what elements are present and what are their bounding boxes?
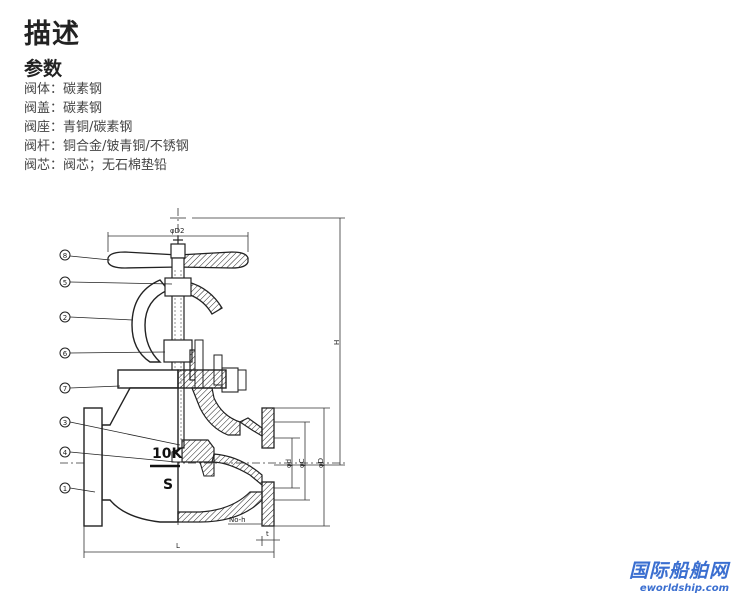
callout-3: 3 [63,419,67,427]
valve-drawing: 10K S 8 5 2 6 7 3 4 1 [59,208,345,558]
valve-disc [150,439,215,477]
watermark-url: eworldship.com [639,583,729,594]
label-t: t [266,530,269,538]
callout-1: 1 [63,485,67,493]
callout-6: 6 [63,350,68,358]
callout-8: 8 [63,252,67,260]
bonnet [117,369,241,436]
mark-10k: 10K [152,446,183,462]
callout-5: 5 [63,279,67,287]
spec-item: 阀体：碳素钢 [24,82,103,97]
watermark: 国际船舶网 eworldship.com [629,556,729,594]
callout-2: 2 [63,314,67,322]
watermark-text: 国际船舶网 [628,560,729,582]
label-phi-big-d: φD [317,458,325,468]
mark-s: S [163,477,173,493]
label-no-h: No-h [229,516,246,524]
label-d2: φD2 [170,227,184,235]
label-phi-d: φd [285,459,293,468]
handwheel [107,236,249,269]
spec-list: 阀体：碳素钢 阀盖：碳素钢 阀座：青铜/碳素钢 阀杆：铜合金/铍青铜/不锈钢 阀… [24,80,189,175]
dimension-lines [83,217,345,558]
valve-body-left [83,387,179,527]
spec-item: 阀座：青铜/碳素钢 [24,120,133,135]
callout-4: 4 [63,449,68,457]
page-title: 描述 [24,19,80,50]
dimension-labels: φD2 H φd φC φD L t No-h [170,227,341,550]
valve-body-right [177,407,275,527]
label-phi-c: φC [298,458,306,468]
spec-item: 阀杆：铜合金/铍青铜/不锈钢 [24,139,189,154]
yoke [131,277,223,363]
spec-item: 阀盖：碳素钢 [24,101,103,116]
label-h: H [333,340,341,345]
section-title: 参数 [24,58,63,80]
part-callouts: 8 5 2 6 7 3 4 1 [59,249,181,494]
label-l: L [176,542,180,550]
spec-item: 阀芯：阀芯；无石棉垫铅 [24,158,168,173]
callout-7: 7 [63,385,67,393]
